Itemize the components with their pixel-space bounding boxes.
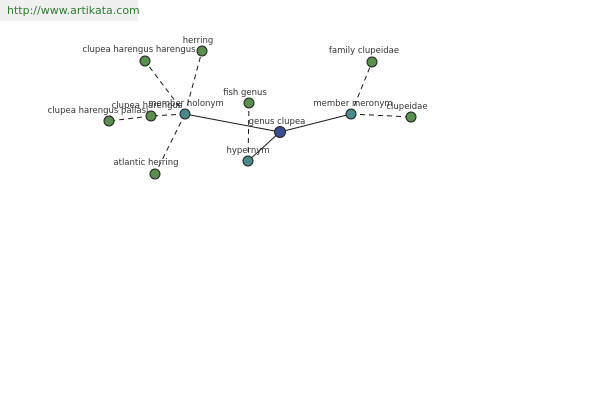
edge-genus-clupea-to-member-holonym (184, 113, 281, 133)
label-clupea-harengus-pallasi[interactable]: clupea harengus pallasi (48, 106, 149, 116)
label-member-holonym[interactable]: member holonym (148, 99, 223, 109)
edges-layer (108, 50, 412, 175)
url-link[interactable]: http://www.artikata.com (7, 4, 140, 17)
edge-genus-clupea-to-member-meronym (279, 113, 352, 133)
label-fish-genus[interactable]: fish genus (223, 88, 267, 98)
node-fish-genus[interactable] (243, 97, 255, 109)
edge-member-holonym-to-atlantic-herring (154, 113, 186, 175)
edge-member-meronym-to-family-clupeidae (350, 61, 373, 115)
labels-layer: genus clupea member holonym member meronym… (48, 36, 428, 168)
edge-member-holonym-to-clupea-harengus-harengus (144, 60, 186, 115)
label-clupeidae[interactable]: clupeidae (386, 102, 427, 112)
label-clupea-harengus-harengus[interactable]: clupea harengus harengus (82, 45, 196, 55)
edge-member-holonym-to-herring (184, 50, 203, 115)
node-genus-clupea[interactable] (274, 126, 286, 138)
node-clupea-harengus-harengus[interactable] (139, 55, 151, 67)
label-genus-clupea[interactable]: genus clupea (249, 117, 306, 127)
node-clupea-harengus-pallasi[interactable] (103, 115, 115, 127)
label-clupea-harengus[interactable]: clupea harengus (112, 101, 183, 111)
label-herring[interactable]: herring (183, 36, 214, 46)
url-banner: http://www.artikata.com (0, 0, 140, 21)
label-member-meronym[interactable]: member meronym (313, 99, 392, 109)
node-atlantic-herring[interactable] (149, 168, 161, 180)
node-member-meronym[interactable] (345, 108, 357, 120)
label-atlantic-herring[interactable]: atlantic herring (113, 158, 178, 168)
label-family-clupeidae[interactable]: family clupeidae (329, 46, 399, 56)
label-hypernym[interactable]: hypernym (226, 146, 269, 156)
node-herring[interactable] (196, 45, 208, 57)
edge-clupea-harengus-to-clupea-harengus-pallasi (108, 115, 152, 122)
edge-hypernym-to-fish-genus (247, 102, 250, 162)
nodes-layer (103, 45, 417, 180)
node-clupea-harengus[interactable] (145, 110, 157, 122)
edge-genus-clupea-to-hypernym (247, 131, 281, 162)
node-clupeidae[interactable] (405, 111, 417, 123)
node-family-clupeidae[interactable] (366, 56, 378, 68)
node-member-holonym[interactable] (179, 108, 191, 120)
edge-member-meronym-to-clupeidae (350, 113, 412, 118)
edge-member-holonym-to-clupea-harengus (150, 113, 186, 117)
node-hypernym[interactable] (242, 155, 254, 167)
